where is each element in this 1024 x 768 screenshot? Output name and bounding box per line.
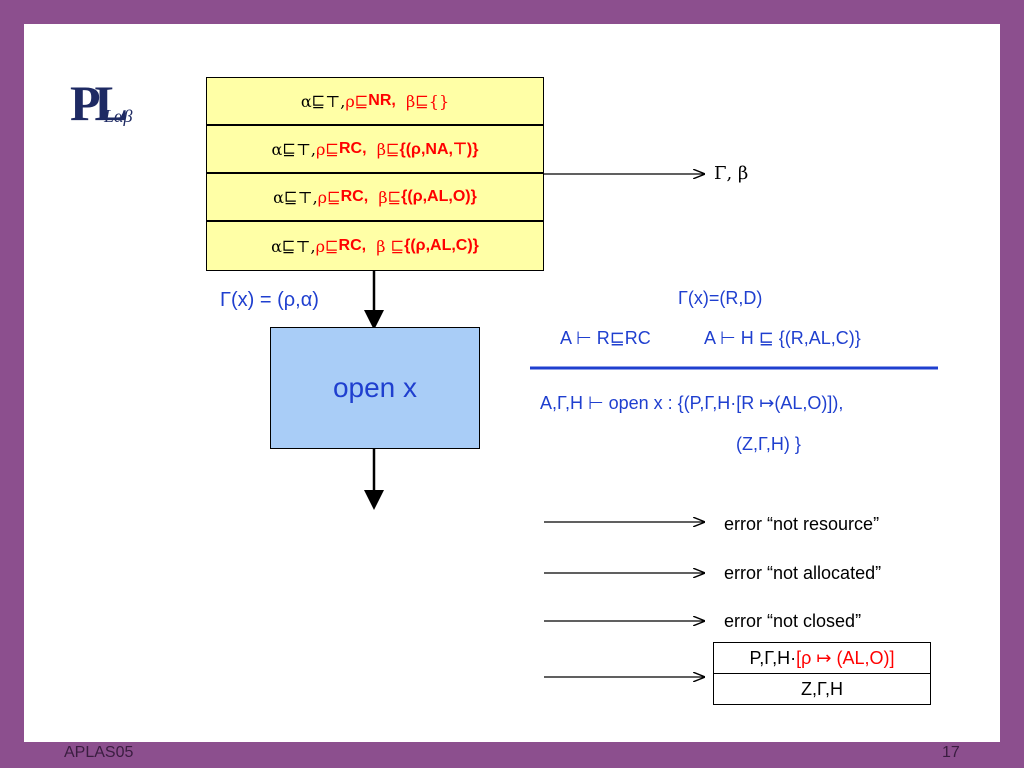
logo-subtitle: Lαβ	[104, 106, 133, 126]
error-prefix: error	[724, 514, 768, 534]
rho-symbol: ρ⊑	[316, 139, 339, 159]
beta-symbol: β ⊑	[366, 236, 405, 256]
error-not-closed: error “not closed”	[724, 611, 861, 632]
beta-value: {}	[428, 91, 450, 111]
error-not-allocated: error “not allocated”	[724, 563, 881, 584]
gamma-beta-label: Γ, β	[714, 163, 749, 184]
error-prefix: error	[724, 563, 768, 583]
stack-row-4: α⊑⊤, ρ⊑ RC, β ⊑ {(ρ,AL,C)}	[206, 221, 544, 271]
stack-row-1: α⊑⊤, ρ⊑ NR, β⊑ {}	[206, 77, 544, 125]
alpha-constraint: α⊑⊤,	[273, 187, 318, 207]
error-message: “not closed”	[767, 611, 862, 631]
stack-row-3: α⊑⊤, ρ⊑ RC, β⊑ {(ρ,AL,O)}	[206, 173, 544, 221]
beta-value: {(ρ,AL,O)}	[401, 188, 477, 205]
beta-symbol: β⊑	[368, 187, 402, 207]
open-x-label: open x	[332, 372, 418, 403]
error-not-resource: error “not resource”	[724, 514, 879, 535]
beta-symbol: β⊑	[395, 91, 429, 111]
result-row-zero: Z,Γ,H	[713, 673, 931, 705]
result-state-zero: Z,Γ,H	[801, 678, 843, 699]
conclusion-line-2: (Z,Γ,H) }	[736, 434, 801, 454]
gamma-x-label: Γ(x) = (ρ,α)	[220, 289, 319, 311]
footer-left: APLAS05	[64, 744, 134, 761]
error-message: “not allocated”	[767, 563, 882, 583]
alpha-constraint: α⊑⊤,	[271, 139, 317, 159]
logo-main: PL	[70, 75, 128, 131]
rho-value: RC,	[340, 188, 369, 205]
premise-top: Γ(x)=(R,D)	[678, 288, 763, 308]
beta-value: {(ρ,AL,C)}	[404, 237, 479, 254]
alpha-constraint: α⊑⊤,	[271, 236, 316, 256]
error-prefix: error	[724, 611, 768, 631]
premise-left: A ⊢ R⊑RC	[560, 328, 651, 348]
rho-value: RC,	[338, 140, 367, 157]
conclusion-line-1: A,Γ,H ⊢ open x : {(P,Γ,H·[R ↦(AL,O)]),	[540, 393, 844, 413]
rho-symbol: ρ⊑	[317, 187, 341, 207]
alpha-constraint: α⊑⊤,	[300, 91, 346, 111]
premise-right: A ⊢ H ⊑ {(R,AL,C)}	[704, 328, 861, 348]
beta-symbol: β⊑	[366, 139, 400, 159]
rho-symbol: ρ⊑	[345, 91, 369, 111]
rho-value: NR,	[368, 92, 396, 109]
beta-value: {(ρ,NA,⊤)}	[399, 141, 479, 158]
result-update: [ρ ↦ (AL,O)]	[796, 647, 895, 668]
rho-value: RC,	[338, 237, 367, 254]
stack-row-2: α⊑⊤, ρ⊑ RC, β⊑ {(ρ,NA,⊤)}	[206, 125, 544, 173]
open-x-box: open x	[270, 327, 480, 449]
result-state: P,Γ,H·	[749, 647, 797, 668]
result-row-open: P,Γ,H·[ρ ↦ (AL,O)]	[713, 642, 931, 674]
error-message: “not resource”	[767, 514, 880, 534]
rho-symbol: ρ⊑	[315, 236, 339, 256]
page-number: 17	[942, 744, 960, 761]
